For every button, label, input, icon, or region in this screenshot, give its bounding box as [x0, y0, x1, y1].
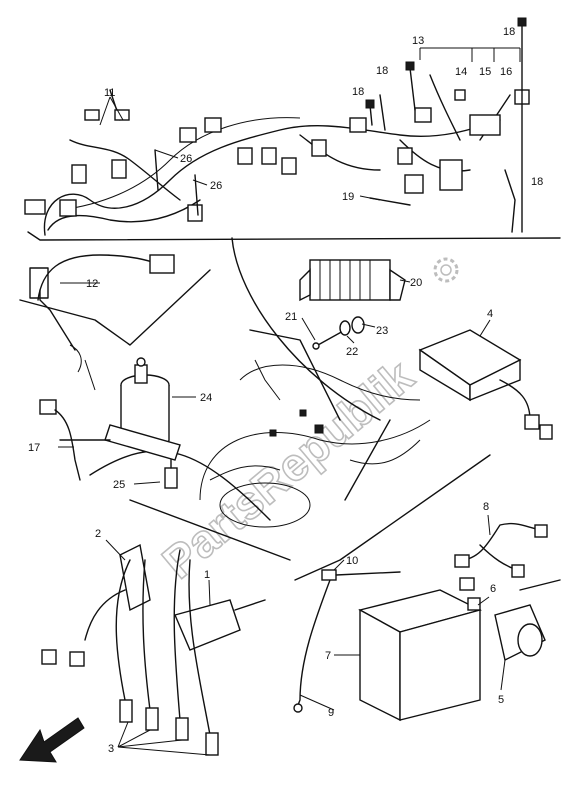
motorcycle-silhouette: [199, 359, 431, 528]
callout-16: 16: [500, 66, 512, 78]
callout-10: 10: [346, 555, 358, 567]
callout-18-d: 18: [531, 176, 543, 188]
section-dividers: [19, 231, 561, 581]
watermark: PartsRepublik: [152, 349, 424, 590]
callout-17: 17: [28, 442, 40, 454]
callout-15: 15: [479, 66, 491, 78]
callout-3: 3: [108, 743, 114, 755]
callout-24: 24: [200, 392, 212, 404]
watermark-gear-icon: [433, 257, 459, 283]
callout-25: 25: [113, 479, 125, 491]
callout-5: 5: [498, 694, 504, 706]
callout-6: 6: [490, 583, 496, 595]
callout-21: 21: [285, 311, 297, 323]
front-direction-arrow-icon: [19, 717, 85, 763]
callout-14: 14: [455, 66, 467, 78]
callout-18-a: 18: [503, 26, 515, 38]
washer-22: [339, 320, 351, 336]
sensor-17: [39, 399, 111, 481]
battery-lead-9: [293, 579, 331, 713]
callout-1: 1: [204, 569, 210, 581]
spark-plug-leads-3: [115, 549, 219, 756]
key-25: [164, 459, 178, 489]
collar-23: [351, 316, 365, 334]
leader-lines: [58, 47, 521, 756]
callout-22: 22: [346, 346, 358, 358]
callout-11: 11: [104, 87, 115, 99]
ignition-coil-2: [41, 543, 151, 667]
callout-23: 23: [376, 325, 388, 337]
sparkplug-lead-12: [29, 254, 175, 391]
fuse-6: [467, 579, 561, 611]
callout-18-c: 18: [352, 86, 364, 98]
ignition-coil-1: [174, 599, 266, 651]
callout-26-a: 26: [180, 153, 192, 165]
callout-8: 8: [483, 501, 489, 513]
main-wire-harness: [24, 17, 530, 236]
wire-harness-8: [454, 522, 548, 591]
cdi-unit-4: [418, 329, 553, 440]
callout-19: 19: [342, 191, 354, 203]
main-switch-24: [104, 357, 181, 461]
bolt-21: [312, 329, 346, 350]
callout-2: 2: [95, 528, 101, 540]
callout-18-b: 18: [376, 65, 388, 77]
starter-relay-5: [494, 604, 546, 662]
callout-9: 9: [328, 707, 334, 719]
callout-12: 12: [86, 278, 98, 290]
callout-13: 13: [412, 35, 424, 47]
battery-7: [358, 589, 482, 722]
callout-4: 4: [487, 308, 493, 320]
callout-7: 7: [325, 650, 331, 662]
callout-labels: 1 2 3 4 5 6 7 8 9 10 11 12 13 14 15 16 1…: [28, 26, 543, 755]
callout-20: 20: [410, 277, 422, 289]
rectifier-regulator-20: [299, 259, 406, 302]
svg-text:PartsRepublik: PartsRepublik: [152, 350, 423, 589]
battery-band-10: [321, 569, 401, 581]
callout-26-b: 26: [210, 180, 222, 192]
